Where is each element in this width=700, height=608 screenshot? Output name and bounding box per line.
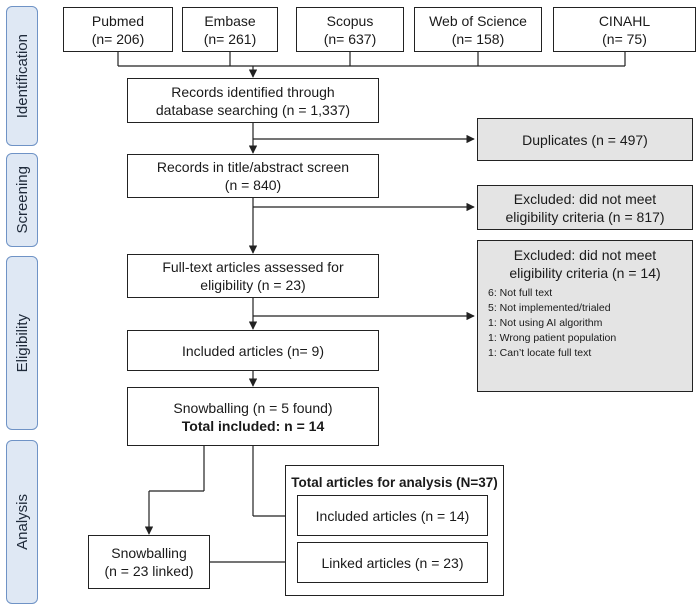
- snowballing-linked-box: Snowballing (n = 23 linked): [88, 535, 210, 589]
- database-cinahl: CINAHL (n= 75): [553, 7, 696, 52]
- linked-articles-box: Linked articles (n = 23): [297, 542, 488, 583]
- excluded-screening-box: Excluded: did not meet eligibility crite…: [477, 185, 693, 230]
- duplicates-box: Duplicates (n = 497): [477, 118, 693, 161]
- database-web-of-science: Web of Science (n= 158): [414, 7, 542, 52]
- database-scopus: Scopus (n= 637): [296, 7, 404, 52]
- reason-item: 5: Not implemented/trialed: [488, 302, 611, 314]
- phase-screening: Screening: [6, 153, 38, 247]
- phase-identification: Identification: [6, 6, 38, 146]
- phase-analysis: Analysis: [6, 440, 38, 604]
- reason-item: 1: Can’t locate full text: [488, 347, 592, 359]
- records-identified-box: Records identified through database sear…: [127, 78, 379, 123]
- exclusion-reasons-list: 6: Not full text 5: Not implemented/tria…: [478, 286, 616, 361]
- included-articles-analysis-box: Included articles (n = 14): [297, 495, 488, 536]
- phase-eligibility: Eligibility: [6, 256, 38, 430]
- title-abstract-screen-box: Records in title/abstract screen (n = 84…: [127, 154, 379, 198]
- included-articles-box: Included articles (n= 9): [127, 330, 379, 371]
- snowballing-found-box: Snowballing (n = 5 found) Total included…: [127, 387, 379, 446]
- reason-item: 1: Not using AI algorithm: [488, 317, 603, 329]
- analysis-group-title: Total articles for analysis (N=37): [291, 475, 498, 490]
- reason-item: 1: Wrong patient population: [488, 332, 617, 344]
- fulltext-assessed-box: Full-text articles assessed for eligibil…: [127, 254, 379, 298]
- reason-item: 6: Not full text: [488, 287, 553, 299]
- database-embase: Embase (n= 261): [182, 7, 278, 52]
- excluded-fulltext-box: Excluded: did not meet eligibility crite…: [477, 240, 693, 392]
- database-pubmed: Pubmed (n= 206): [63, 7, 173, 52]
